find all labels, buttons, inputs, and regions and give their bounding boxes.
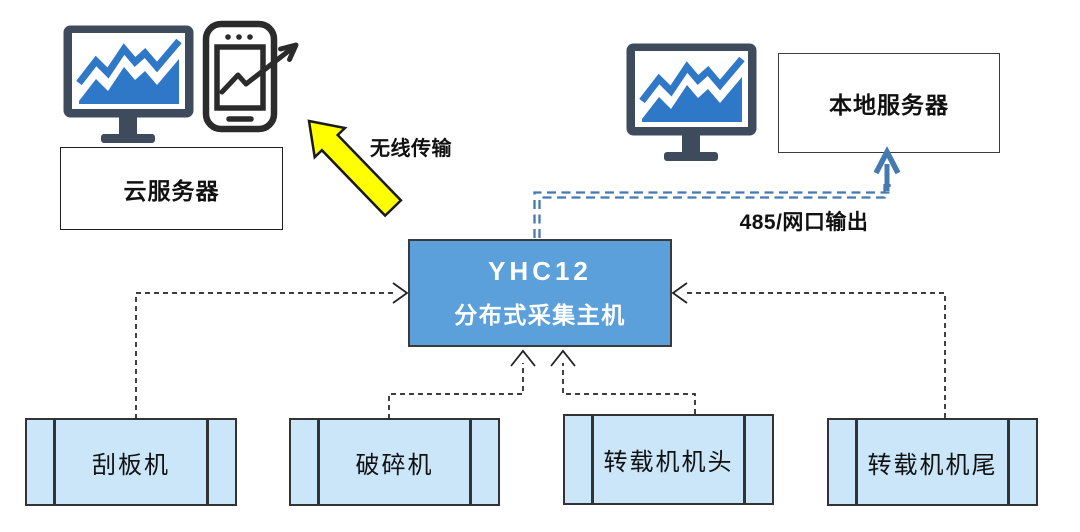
monitor-chart-icon — [627, 44, 757, 162]
wired-output-label: 485/网口输出 — [739, 211, 869, 234]
phone-trend-icon — [206, 24, 296, 129]
cloud-server-box: 云服务器 — [60, 147, 283, 230]
device-label: 转载机机尾 — [867, 451, 998, 479]
connector-transfer-tail-to-host — [671, 282, 946, 418]
device-label: 刮板机 — [92, 451, 170, 479]
device-label: 破碎机 — [355, 451, 434, 479]
host-model-label: YHC12 — [488, 256, 592, 286]
host-box: YHC12 分布式采集主机 — [408, 239, 672, 347]
wireless-transmission-label: 无线传输 — [370, 138, 452, 160]
host-name-label: 分布式采集主机 — [454, 302, 626, 328]
device-box-crusher: 破碎机 — [289, 418, 500, 506]
connector-transfer-head-to-host — [550, 349, 696, 414]
connector-crusher-to-host — [388, 349, 536, 419]
monitor-chart-icon — [64, 26, 194, 144]
local-server-box: 本地服务器 — [778, 53, 1000, 153]
local-server-label: 本地服务器 — [829, 92, 949, 118]
connector-scraper-to-host — [135, 282, 409, 419]
device-box-transfer-head: 转载机机头 — [563, 414, 774, 505]
device-label: 转载机机头 — [603, 449, 734, 476]
cloud-server-label: 云服务器 — [123, 177, 220, 204]
device-box-scraper: 刮板机 — [25, 418, 237, 506]
device-box-transfer-tail: 转载机机尾 — [827, 418, 1038, 506]
